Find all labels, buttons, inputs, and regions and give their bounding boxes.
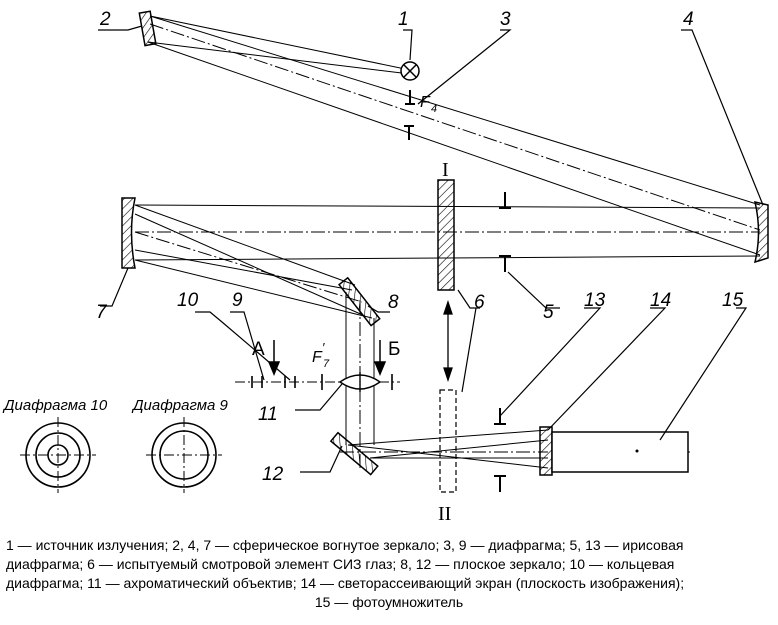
label-10: 10 (177, 290, 199, 311)
rays-mirror2-source (147, 15, 761, 256)
label-plane-I: I (442, 159, 449, 181)
radiation-source-1 (400, 61, 420, 81)
diffusing-screen-14 (539, 426, 553, 476)
label-12: 12 (262, 464, 284, 485)
label-8: 8 (388, 292, 399, 313)
optical-scheme-diagram: 2 1 3 4 7 8 6 5 9 10 11 12 13 14 15 I II… (2, 9, 769, 520)
diaphragm-10-caption: Диафрагма 10 (2, 397, 108, 414)
label-arrow-a: А (252, 339, 265, 360)
diaphragm-10-view (20, 417, 96, 493)
label-9: 9 (232, 290, 243, 311)
photomultiplier-15 (551, 431, 689, 473)
label-2: 2 (99, 9, 111, 30)
label-14: 14 (650, 290, 671, 311)
caption-line-4: 15 — фотоумножитель (314, 594, 464, 610)
label-7: 7 (96, 302, 108, 323)
reference-labels: 2 1 3 4 7 8 6 5 9 10 11 12 13 14 15 I II… (96, 9, 744, 520)
diaphragm-9-caption: Диафрагма 9 (131, 397, 228, 414)
figure-caption: 1 — источник излучения; 2, 4, 7 — сферич… (6, 536, 772, 612)
rays-mirror7-mirror8 (134, 204, 373, 319)
test-element-6-position-II (439, 389, 457, 493)
test-element-6-position-I (437, 179, 455, 291)
diaphragm-9-and-10-marks (251, 374, 393, 390)
mirror-4 (753, 200, 769, 264)
label-f7-prime: ′ (322, 340, 325, 355)
label-5: 5 (543, 302, 554, 323)
label-13: 13 (584, 290, 606, 311)
achromatic-lens-11 (338, 372, 382, 392)
label-arrow-b: Б (388, 339, 400, 360)
label-f4-sub: 4 (431, 103, 437, 115)
caption-line-1: 1 — источник излучения; 2, 4, 7 — сферич… (6, 537, 684, 553)
label-3: 3 (500, 9, 511, 30)
label-plane-II: II (438, 503, 451, 520)
caption-line-3: диафрагма; 11 — ахроматический объектив;… (6, 575, 685, 591)
mirror-2 (138, 10, 157, 47)
label-f7-sub: 7 (323, 358, 330, 370)
label-11: 11 (258, 404, 278, 425)
label-4: 4 (683, 9, 694, 30)
label-15: 15 (722, 290, 744, 311)
label-6: 6 (474, 292, 485, 313)
diaphragm-3 (404, 90, 415, 140)
flat-mirror-8 (337, 276, 381, 327)
rays-to-screen (340, 429, 549, 469)
iris-diaphragm-13 (494, 408, 506, 492)
leader-lines (98, 25, 764, 473)
label-1: 1 (398, 9, 409, 30)
caption-line-2: диафрагма; 6 — испытуемый смотровой элем… (6, 556, 675, 572)
label-f4: F (420, 94, 431, 111)
diaphragm-9-view (146, 417, 222, 493)
iris-diaphragm-5 (499, 192, 511, 272)
label-f7: F (312, 349, 323, 366)
view-arrow-b (373, 340, 387, 376)
move-double-arrow (443, 299, 453, 383)
mirror-7 (121, 197, 136, 269)
flat-mirror-12 (329, 431, 379, 476)
